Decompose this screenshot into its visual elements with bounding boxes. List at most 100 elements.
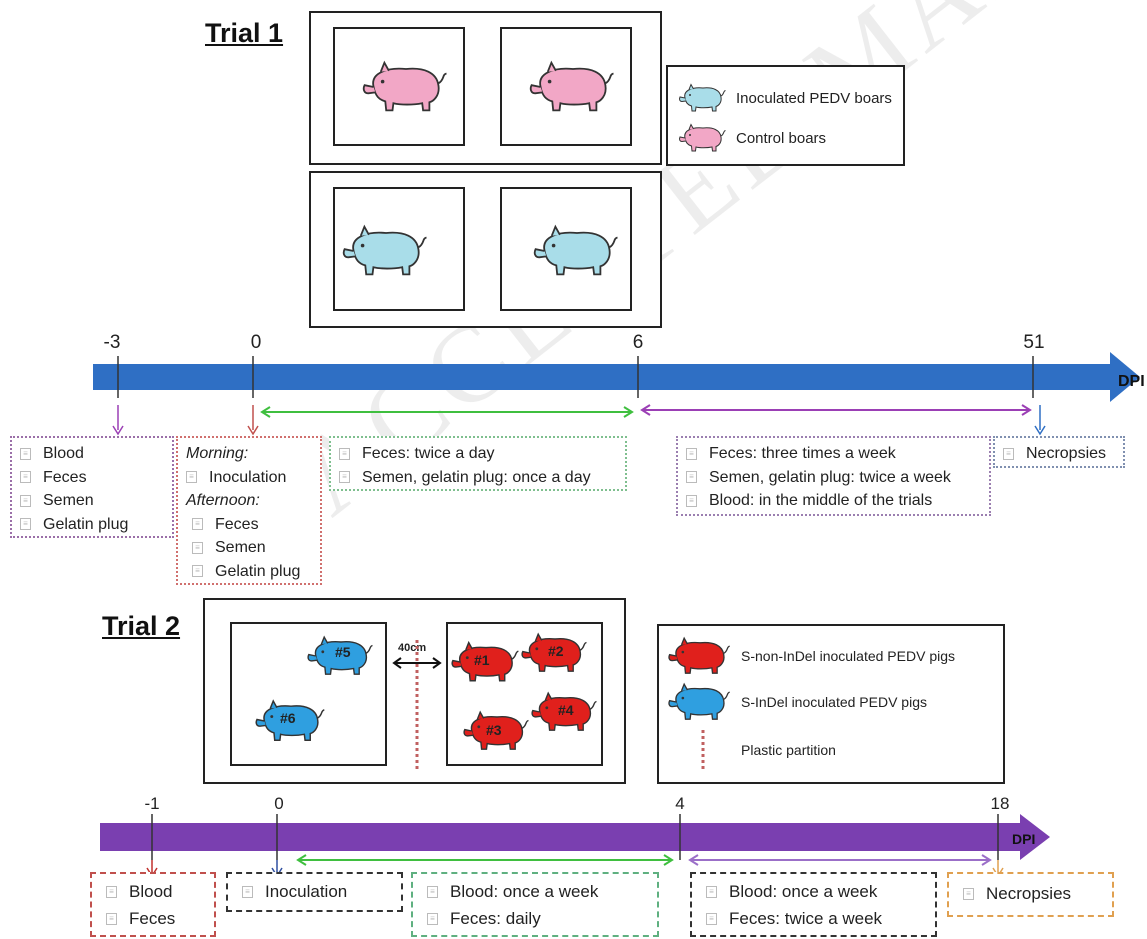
afternoon-label: Afternoon: [186, 492, 260, 509]
doc-bullet-icon: ≡ [192, 565, 203, 578]
note-item: ≡Feces: twice a day [339, 442, 617, 466]
trial1-legend: Inoculated PEDV boars Control boars [666, 65, 905, 166]
trial2-axis-label: DPI [1012, 831, 1035, 847]
pen-control-2 [500, 27, 632, 146]
note-item: ≡Gelatin plug [20, 513, 164, 537]
light-blue-pig-icon [678, 83, 728, 113]
note-item: ≡Inoculation [242, 878, 387, 905]
note-item: ≡Semen, gelatin plug: once a day [339, 466, 617, 490]
note-item: ≡Feces: twice a week [706, 905, 921, 932]
pen-s-non-indel: #1 #2 #3 #4 [446, 622, 603, 766]
pig-id-5: #5 [335, 644, 351, 660]
doc-bullet-icon: ≡ [686, 494, 697, 507]
trial1-notes-phase2: ≡Feces: three times a week ≡Semen, gelat… [676, 436, 991, 516]
doc-bullet-icon: ≡ [20, 471, 31, 484]
trial1-notes-phase1: ≡Feces: twice a day ≡Semen, gelatin plug… [329, 436, 627, 491]
trial1-axis-arrow [93, 352, 1140, 402]
trial2-tick-label-4: 4 [675, 794, 685, 813]
legend-red-label: S-non-InDel inoculated PEDV pigs [741, 648, 956, 664]
pig-id-3: #3 [486, 722, 502, 738]
note-item: ≡Gelatin plug [186, 560, 312, 584]
note-item: ≡Semen, gelatin plug: twice a week [686, 466, 981, 490]
legend-control-label: Control boars [736, 129, 827, 147]
trial1-title: Trial 1 [205, 18, 284, 48]
note-item: ≡Blood [106, 878, 200, 905]
legend-partition-label: Plastic partition [741, 742, 836, 758]
distance-arrow [392, 657, 442, 669]
trial2-legend: S-non-InDel inoculated PEDV pigs S-InDel… [657, 624, 1005, 784]
trial2-axis-arrow [100, 814, 1050, 860]
pink-pig-icon [528, 59, 618, 115]
trial2-notes-day0: ≡Inoculation [226, 872, 403, 912]
doc-bullet-icon: ≡ [427, 912, 438, 925]
pen-inoculated-1 [333, 187, 465, 311]
blue-pig-icon [667, 682, 733, 722]
doc-bullet-icon: ≡ [339, 471, 350, 484]
note-item: ≡Feces: three times a week [686, 442, 981, 466]
trial1-tick-label-51: 51 [1023, 332, 1045, 353]
note-item: ≡Blood: in the middle of the trials [686, 489, 981, 513]
plastic-partition-line [415, 640, 419, 770]
note-item: ≡Feces [20, 466, 164, 490]
red-pig-icon [667, 636, 733, 676]
note-item: ≡Feces [106, 905, 200, 932]
doc-bullet-icon: ≡ [706, 885, 717, 898]
doc-bullet-icon: ≡ [686, 471, 697, 484]
legend-red: S-non-InDel inoculated PEDV pigs [667, 636, 955, 676]
pink-pig-icon [361, 59, 451, 115]
pen-control-1 [333, 27, 465, 146]
note-item: ≡Feces [186, 513, 312, 537]
trial2-notes-phase2: ≡Blood: once a week ≡Feces: twice a week [690, 872, 937, 937]
trial2-timeline: DPI [100, 814, 1050, 878]
legend-inoculated-label: Inoculated PEDV boars [736, 89, 892, 107]
doc-bullet-icon: ≡ [106, 885, 117, 898]
doc-bullet-icon: ≡ [427, 885, 438, 898]
legend-blue: S-InDel inoculated PEDV pigs [667, 682, 927, 722]
doc-bullet-icon: ≡ [963, 887, 974, 900]
partition-icon [701, 730, 705, 770]
distance-label: 40cm [398, 642, 427, 654]
note-item: ≡Blood: once a week [706, 878, 921, 905]
trial2-notes-phase1: ≡Blood: once a week ≡Feces: daily [411, 872, 659, 937]
trial1-notes-end: ≡Necropsies [993, 436, 1125, 468]
legend-inoculated: Inoculated PEDV boars [678, 83, 892, 113]
trial1-tick-label-6: 6 [632, 332, 644, 353]
trial1-timeline: DPI [93, 352, 1145, 436]
trial1-notes-day0: Morning: ≡Inoculation Afternoon: ≡Feces … [176, 436, 322, 585]
note-item: ≡Feces: daily [427, 905, 643, 932]
doc-bullet-icon: ≡ [339, 447, 350, 460]
trial1-notes-pre: ≡Blood ≡Feces ≡Semen ≡Gelatin plug [10, 436, 174, 538]
doc-bullet-icon: ≡ [20, 447, 31, 460]
trial1-control-room [309, 11, 662, 165]
light-blue-pig-icon [532, 223, 622, 279]
doc-bullet-icon: ≡ [20, 494, 31, 507]
pen-inoculated-2 [500, 187, 632, 311]
trial1-axis-label: DPI [1118, 373, 1145, 390]
note-item: ≡Semen [20, 489, 164, 513]
trial2-notes-pre: ≡Blood ≡Feces [90, 872, 216, 937]
doc-bullet-icon: ≡ [686, 447, 697, 460]
trial2-room: #5 #6 40cm #1 #2 #3 #4 [203, 598, 626, 784]
doc-bullet-icon: ≡ [1003, 447, 1014, 460]
pig-id-6: #6 [280, 710, 296, 726]
doc-bullet-icon: ≡ [192, 518, 203, 531]
trial1-tick-label-0: 0 [250, 332, 262, 353]
doc-bullet-icon: ≡ [192, 541, 203, 554]
legend-control: Control boars [678, 123, 826, 153]
pink-pig-icon [678, 123, 728, 153]
trial1-inoculated-room [309, 171, 662, 328]
note-item: ≡Semen [186, 536, 312, 560]
trial1-tick-label-m3: -3 [103, 332, 121, 353]
doc-bullet-icon: ≡ [242, 885, 253, 898]
note-item: ≡Necropsies [963, 880, 1098, 907]
legend-partition: Plastic partition [667, 728, 836, 772]
note-item: ≡Inoculation [186, 466, 312, 490]
pig-id-4: #4 [558, 702, 574, 718]
doc-bullet-icon: ≡ [20, 518, 31, 531]
note-item: ≡Necropsies [1003, 442, 1115, 466]
pig-id-1: #1 [474, 652, 490, 668]
pen-s-indel: #5 #6 [230, 622, 387, 766]
doc-bullet-icon: ≡ [106, 912, 117, 925]
trial2-notes-end: ≡Necropsies [947, 872, 1114, 917]
pig-id-2: #2 [548, 643, 564, 659]
